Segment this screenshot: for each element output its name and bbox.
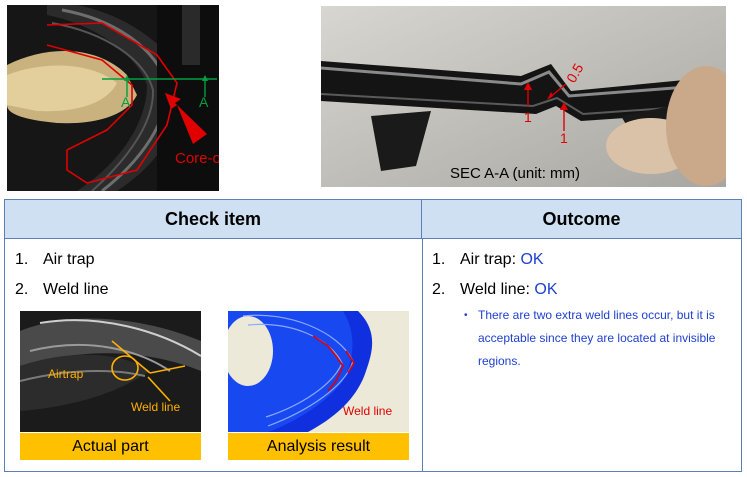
section-label-a-left: A: [121, 94, 131, 110]
outcome-weld-line: 2. Weld line: OK: [432, 281, 558, 299]
outcome-label: Air trap:: [460, 251, 521, 268]
check-item-weld-line: 2. Weld line: [15, 281, 109, 299]
dimension-1-upper: 1: [524, 109, 532, 125]
analysis-weld-line-label: Weld line: [343, 404, 393, 418]
actual-weld-line-label: Weld line: [131, 400, 181, 414]
weld-line-note-text: There are two extra weld lines occur, bu…: [478, 308, 716, 368]
outcome-number: 2.: [432, 281, 446, 298]
actual-part-caption: Actual part: [20, 433, 201, 460]
header-outcome: Outcome: [422, 200, 741, 239]
part-photo: A A Core-out region: [7, 5, 219, 191]
outcome-result: OK: [534, 281, 558, 298]
section-photo: 0.5 1 1 SEC A-A (unit: mm): [321, 6, 726, 187]
check-item-number: 1.: [15, 251, 29, 268]
outcome-air-trap: 1. Air trap: OK: [432, 251, 544, 269]
analysis-result-photo: Weld line: [228, 311, 409, 432]
section-caption: SEC A-A (unit: mm): [450, 165, 581, 182]
actual-part-photo: Airtrap Weld line: [20, 311, 201, 432]
core-out-label: Core-out region: [175, 150, 219, 167]
outcome-label: Weld line:: [460, 281, 535, 298]
check-item-label: Air trap: [43, 251, 95, 268]
column-divider: [422, 239, 423, 471]
check-item-air-trap: 1. Air trap: [15, 251, 95, 269]
check-item-number: 2.: [15, 281, 29, 298]
outcome-result: OK: [520, 251, 544, 268]
section-label-a-right: A: [199, 94, 209, 110]
check-item-label: Weld line: [43, 281, 109, 298]
header-check-item: Check item: [5, 200, 422, 239]
dimension-1-lower: 1: [560, 130, 568, 146]
weld-line-note: • There are two extra weld lines occur, …: [464, 304, 747, 373]
analysis-result-caption: Analysis result: [228, 433, 409, 460]
outcome-number: 1.: [432, 251, 446, 268]
check-table: Check item Outcome 1. Air trap 2. Weld lin…: [4, 199, 742, 472]
airtrap-label: Airtrap: [48, 367, 84, 381]
bullet-icon: •: [464, 310, 468, 321]
